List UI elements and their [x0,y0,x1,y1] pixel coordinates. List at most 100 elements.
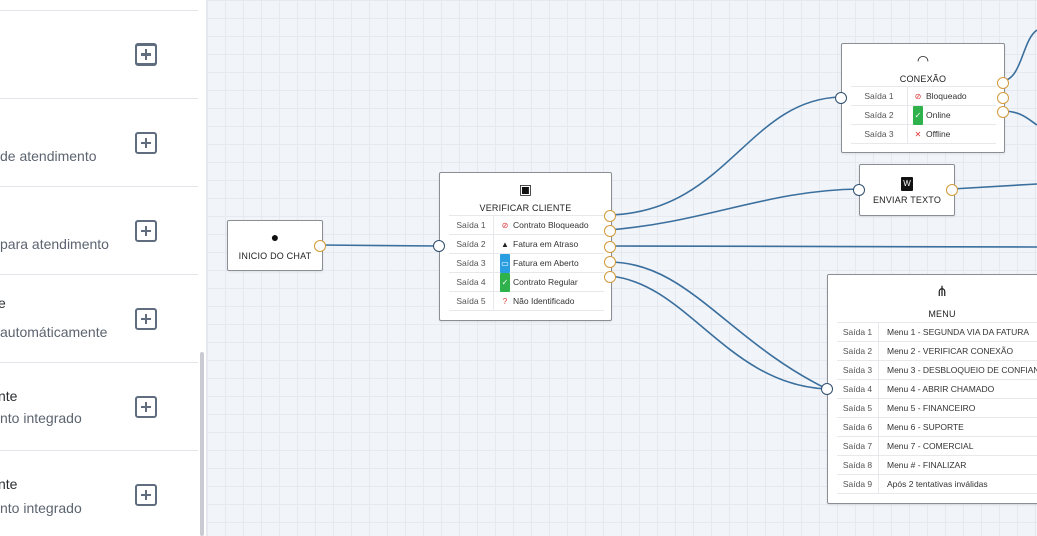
output-port-1[interactable] [604,210,616,222]
input-port[interactable] [853,184,865,196]
output-value: Menu # - FINALIZAR [887,460,967,470]
output-value: Menu 2 - VERIFICAR CONEXÃO [887,346,1014,356]
node-title: ENVIAR TEXTO [872,195,942,205]
output-value: Menu 5 - FINANCEIRO [887,403,976,413]
output-port-3[interactable] [604,241,616,253]
output-row: Saída 4 Menu 4 - ABRIR CHAMADO [837,380,1037,399]
output-label: Saída 4 [449,273,494,292]
node-title: MENU [928,309,956,319]
add-block-icon[interactable] [135,484,157,506]
sidebar-scrollbar[interactable] [200,352,204,536]
wire-verificar-enviar [608,188,861,231]
flow-canvas[interactable]: ● INICIO DO CHAT ▣ VERIFICAR CLIENTE Saí… [207,0,1037,536]
sidebar-block-title: nte [0,388,18,404]
output-row: Saída 7 Menu 7 - COMERCIAL [837,437,1037,456]
add-block-icon[interactable] [135,396,157,418]
output-port-1[interactable] [997,77,1009,89]
add-block-icon[interactable] [135,132,157,154]
sidebar-block-1[interactable] [0,0,198,65]
chat-icon: ● [270,229,280,245]
output-label: Saída 2 [851,106,908,125]
node-title: CONEXÃO [899,74,947,84]
output-row: Saída 3 Menu 3 - DESBLOQUEIO DE CONFIANÇA [837,361,1037,380]
output-row: Saída 3 ✕Offline [851,125,996,144]
sidebar-block-subtitle: para atendimento [0,236,109,252]
output-label: Saída 2 [837,342,879,361]
wire-verificar-conexao [608,96,841,216]
output-row: Saída 5 Menu 5 - FINANCEIRO [837,399,1037,418]
blocks-sidebar: de atendimento para atendimento e automá… [0,0,207,536]
output-label: Saída 5 [449,292,494,311]
output-value: Contrato Bloqueado [513,220,589,230]
output-label: Saída 1 [449,216,494,235]
output-row: Saída 2 Menu 2 - VERIFICAR CONEXÃO [837,342,1037,361]
output-value: Menu 7 - COMERCIAL [887,441,974,451]
sidebar-block-7[interactable]: nte nto integrado [0,451,198,536]
output-port[interactable] [314,240,326,252]
output-port-5[interactable] [604,271,616,283]
output-port-2[interactable] [604,225,616,237]
wire-verificar-menu-b [608,275,828,390]
sidebar-block-5[interactable]: e automáticamente [0,275,198,363]
input-port[interactable] [433,240,445,252]
add-block-icon[interactable] [135,220,157,242]
node-title: VERIFICAR CLIENTE [479,203,572,213]
output-row: Saída 3 ▭Fatura em Aberto [449,254,604,273]
node-verificar-cliente[interactable]: ▣ VERIFICAR CLIENTE Saída 1 ⊘Contrato Bl… [433,172,616,321]
node-conexao[interactable]: ◠ CONEXÃO Saída 1 ⊘Bloqueado Saída 2 ✓On… [835,43,1009,153]
output-row: Saída 2 ✓Online [851,106,996,125]
connection-lines [319,29,1037,390]
output-list: Saída 1 ⊘Bloqueado Saída 2 ✓Online Saída… [851,86,996,144]
output-label: Saída 8 [837,456,879,475]
check-icon: ✓ [913,106,923,125]
output-label: Saída 3 [837,361,879,380]
wifi-icon: ◠ [916,52,930,68]
sidebar-block-subtitle: automáticamente [0,324,108,340]
node-title: INICIO DO CHAT [238,251,312,261]
output-port-2[interactable] [997,92,1009,104]
output-port[interactable] [946,184,958,196]
sidebar-block-3[interactable] [0,99,198,187]
add-block-icon[interactable] [135,44,157,66]
output-port-4[interactable] [604,256,616,268]
block-icon: ⊘ [914,92,922,101]
input-port[interactable] [821,383,833,395]
output-label: Saída 2 [449,235,494,254]
output-label: Saída 7 [837,437,879,456]
sidebar-block-4[interactable]: para atendimento [0,187,198,275]
output-value: Online [926,110,951,120]
node-inicio-chat[interactable]: ● INICIO DO CHAT [227,220,326,271]
add-block-icon[interactable] [135,308,157,330]
output-row: Saída 4 ✓Contrato Regular [449,273,604,292]
output-label: Saída 4 [837,380,879,399]
sitemap-icon: ⋔ [936,283,948,299]
output-label: Saída 1 [837,323,879,342]
word-doc-icon: W [860,173,954,191]
output-value: Após 2 tentativas inválidas [887,479,988,489]
output-value: Fatura em Aberto [513,258,579,268]
output-value: Não Identificado [513,296,575,306]
sidebar-block-6[interactable]: nte nto integrado [0,363,198,451]
question-icon: ? [502,297,508,306]
output-label: Saída 3 [851,125,908,144]
output-row: Saída 1 ⊘ Contrato Bloqueado [449,216,604,235]
sidebar-block-title: nte [0,476,18,492]
sidebar-block-subtitle: de atendimento [0,148,97,164]
output-value: Menu 4 - ABRIR CHAMADO [887,384,995,394]
input-port[interactable] [835,92,847,104]
node-enviar-texto[interactable]: W ENVIAR TEXTO [853,164,958,216]
sidebar-block-subtitle: nto integrado [0,500,82,516]
check-icon: ✓ [500,273,510,292]
block-icon: ⊘ [501,221,509,230]
output-label: Saída 5 [837,399,879,418]
sidebar-block-2[interactable]: de atendimento [0,11,198,164]
output-label: Saída 6 [837,418,879,437]
output-port-3[interactable] [997,106,1009,118]
output-value: Menu 3 - DESBLOQUEIO DE CONFIANÇA [887,365,1037,375]
output-row: Saída 2 ▲Fatura em Atraso [449,235,604,254]
wire-inicio-verificar [319,244,439,247]
